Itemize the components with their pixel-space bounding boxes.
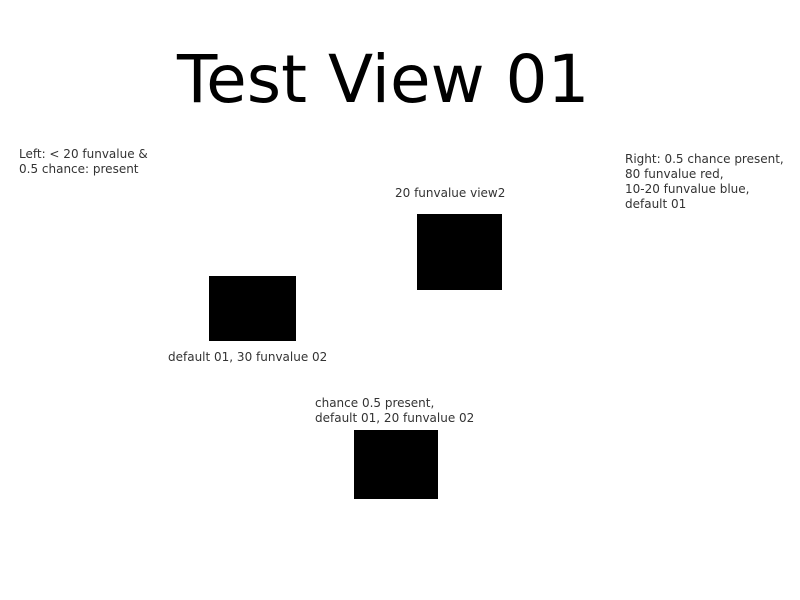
page-title: Test View 01 — [177, 41, 590, 118]
right-rule-note: Right: 0.5 chance present, 80 funvalue r… — [625, 152, 784, 211]
view2-block[interactable] — [417, 214, 502, 290]
bottom-block[interactable] — [354, 430, 438, 499]
lower-left-block[interactable] — [209, 276, 296, 341]
left-rule-note: Left: < 20 funvalue & 0.5 chance: presen… — [19, 147, 148, 176]
bottom-block-caption: chance 0.5 present, default 01, 20 funva… — [315, 396, 475, 425]
lower-left-block-caption: default 01, 30 funvalue 02 — [168, 350, 328, 364]
view2-block-caption: 20 funvalue view2 — [395, 186, 506, 200]
